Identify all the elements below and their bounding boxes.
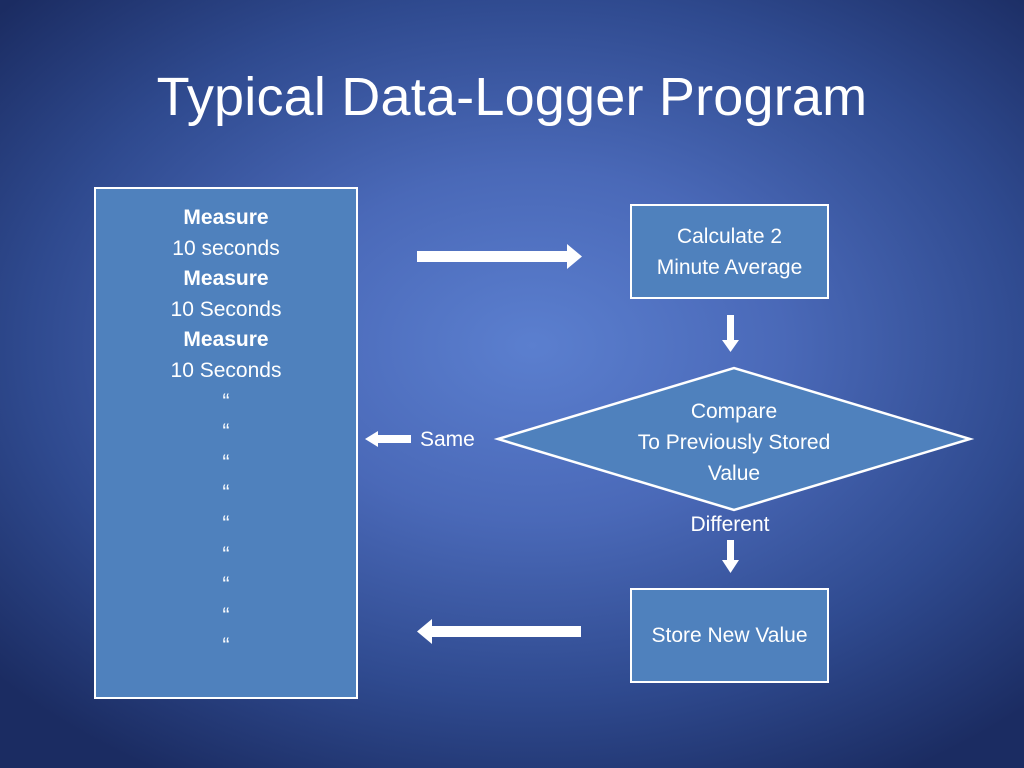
ditto-mark: “: [222, 389, 230, 413]
ditto-mark: “: [222, 542, 230, 566]
different-label: Different: [690, 513, 770, 536]
log-line: Measure: [183, 206, 269, 229]
compare-decision-diamond: [493, 366, 975, 512]
calculate-line-2: Minute Average: [656, 255, 803, 279]
store-new-value-box: Store New Value: [630, 588, 829, 683]
ditto-mark: “: [222, 634, 230, 658]
log-line: 10 seconds: [172, 236, 280, 260]
ditto-mark: “: [222, 481, 230, 505]
compare-text: Compare To Previously Stored Value: [600, 396, 868, 489]
same-label: Same: [420, 428, 475, 451]
ditto-mark: “: [222, 573, 230, 597]
ditto-mark: “: [222, 511, 230, 535]
compare-line-1: Compare: [690, 400, 778, 423]
arrow-to-store: [722, 540, 739, 573]
compare-line-3: Value: [707, 462, 761, 485]
slide-title: Typical Data-Logger Program: [156, 67, 868, 127]
log-line: 10 Seconds: [170, 297, 282, 321]
log-line: 10 Seconds: [170, 358, 282, 382]
calculate-average-box: Calculate 2 Minute Average: [630, 204, 829, 299]
log-line: Measure: [183, 267, 269, 291]
compare-line-2: To Previously Stored: [637, 431, 831, 454]
ditto-mark: “: [222, 420, 230, 444]
calculate-line-1: Calculate 2: [676, 224, 783, 248]
store-label: Store New Value: [651, 624, 808, 647]
arrow-to-compare: [722, 315, 739, 352]
arrow-to-calculate: [417, 244, 582, 269]
log-line: Measure: [183, 328, 269, 352]
ditto-mark: “: [222, 603, 230, 627]
ditto-mark: “: [222, 450, 230, 474]
arrow-back-to-log: [417, 619, 581, 644]
measurement-log-box: Measure 10 seconds Measure 10 Seconds Me…: [94, 187, 358, 699]
arrow-same: [365, 431, 411, 447]
